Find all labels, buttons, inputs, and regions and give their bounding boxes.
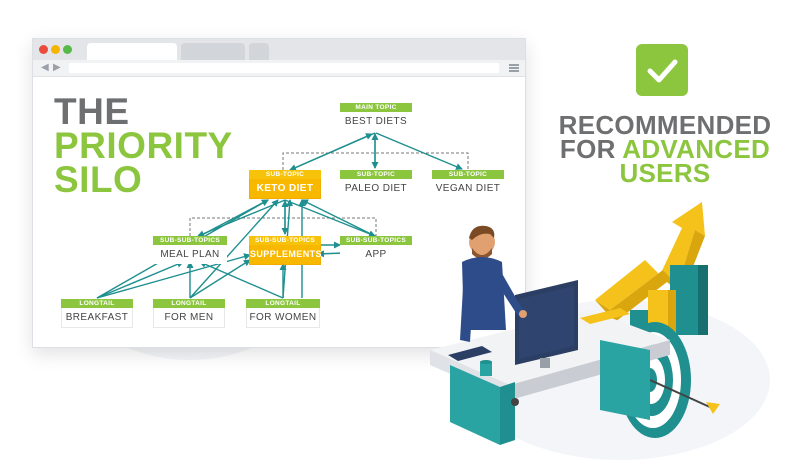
forward-arrow-icon[interactable]: ▶ bbox=[53, 62, 61, 73]
node-tag: SUB-TOPIC bbox=[340, 170, 412, 179]
analyst-illustration bbox=[430, 202, 720, 445]
maximize-dot-icon[interactable] bbox=[63, 45, 72, 54]
check-icon bbox=[647, 59, 678, 83]
node-tag: SUB-SUB-TOPICS bbox=[153, 236, 227, 245]
node-tag: SUB-TOPIC bbox=[432, 170, 504, 179]
node-label: SUPPLEMENTS bbox=[249, 245, 322, 265]
node-tag: LONGTAIL bbox=[153, 299, 225, 308]
node-label: PALEO DIET bbox=[340, 179, 412, 198]
node-label: BREAKFAST bbox=[61, 308, 133, 328]
title-line-3: SILO bbox=[54, 159, 143, 200]
browser-url-bar: ◀ ▶ bbox=[33, 60, 525, 77]
node-label: APP bbox=[340, 245, 412, 264]
recommend-advanced: ADVANCED bbox=[622, 134, 771, 164]
node-keto-diet: SUB-TOPIC KETO DIET bbox=[249, 170, 321, 199]
node-tag: SUB-SUB-TOPICS bbox=[249, 236, 321, 245]
node-label: VEGAN DIET bbox=[432, 179, 504, 198]
node-best-diets: MAIN TOPIC BEST DIETS bbox=[340, 103, 412, 131]
node-for-women: LONGTAIL FOR WOMEN bbox=[246, 299, 320, 328]
tablet bbox=[448, 346, 492, 361]
browser-tab[interactable] bbox=[87, 43, 177, 60]
title-line-2: PRIORITY bbox=[54, 125, 233, 166]
keyboard bbox=[580, 308, 630, 324]
node-breakfast: LONGTAIL BREAKFAST bbox=[61, 299, 133, 328]
hamburger-menu-icon[interactable] bbox=[509, 64, 519, 72]
back-arrow-icon[interactable]: ◀ bbox=[41, 62, 49, 73]
node-tag: LONGTAIL bbox=[246, 299, 320, 308]
node-app: SUB-SUB-TOPICS APP bbox=[340, 236, 412, 264]
node-label: FOR WOMEN bbox=[246, 308, 320, 328]
address-field[interactable] bbox=[69, 63, 499, 73]
node-supplements: SUB-SUB-TOPICS SUPPLEMENTS bbox=[249, 236, 322, 265]
mug-icon bbox=[480, 360, 492, 376]
monitor-icon bbox=[515, 280, 578, 368]
node-vegan-diet: SUB-TOPIC VEGAN DIET bbox=[432, 170, 504, 198]
node-paleo-diet: SUB-TOPIC PALEO DIET bbox=[340, 170, 412, 198]
minimize-dot-icon[interactable] bbox=[51, 45, 60, 54]
node-tag: MAIN TOPIC bbox=[340, 103, 412, 112]
node-label: BEST DIETS bbox=[340, 112, 412, 131]
title-line-1: THE bbox=[54, 91, 130, 132]
browser-tab[interactable] bbox=[181, 43, 245, 60]
close-dot-icon[interactable] bbox=[39, 45, 48, 54]
check-badge bbox=[636, 44, 688, 96]
recommend-line-3: USERS bbox=[619, 158, 711, 188]
node-tag: LONGTAIL bbox=[61, 299, 133, 308]
browser-tab-bar bbox=[33, 39, 525, 60]
node-tag: SUB-TOPIC bbox=[249, 170, 321, 179]
person-figure bbox=[460, 225, 527, 342]
node-label: FOR MEN bbox=[153, 308, 225, 328]
recommend-line-1: RECOMMENDED bbox=[558, 110, 772, 140]
recommend-for: FOR bbox=[559, 134, 616, 164]
browser-tab[interactable] bbox=[249, 43, 269, 60]
recommend-line-2: FOR ADVANCED bbox=[540, 136, 790, 162]
node-meal-plan: SUB-SUB-TOPICS MEAL PLAN bbox=[153, 236, 227, 264]
node-label: MEAL PLAN bbox=[153, 245, 227, 264]
node-tag: SUB-SUB-TOPICS bbox=[340, 236, 412, 245]
node-for-men: LONGTAIL FOR MEN bbox=[153, 299, 225, 328]
node-label: KETO DIET bbox=[249, 179, 321, 199]
